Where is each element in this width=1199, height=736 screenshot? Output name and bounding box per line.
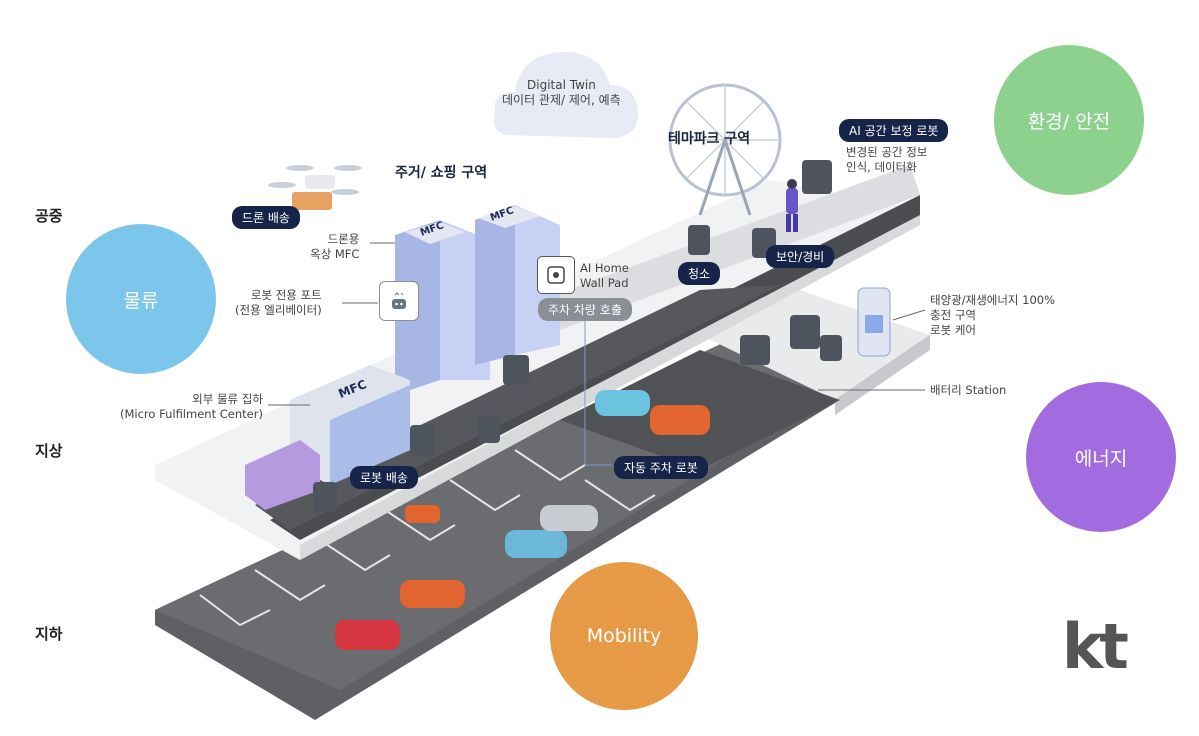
solar-desc: 태양광/재생에너지 100% 충전 구역 로봇 케어 xyxy=(930,293,1055,338)
mobility-circle: Mobility xyxy=(550,562,698,710)
robot-port-line1: 로봇 전용 포트 xyxy=(250,288,322,302)
ai-home-line2: Wall Pad xyxy=(580,276,629,290)
digital-twin-desc: 데이터 관제/ 제어, 예측 xyxy=(502,93,621,107)
mobility-label: Mobility xyxy=(586,625,662,647)
environment-label: 환경/ 안전 xyxy=(1027,110,1111,133)
wall-pad-icon xyxy=(537,256,575,294)
auto-parking-badge: 자동 주차 로봇 xyxy=(614,456,708,479)
drone-mfc-line2: 옥상 MFC xyxy=(310,247,360,261)
ai-robot-desc: 변경된 공간 정보 인식, 데이터화 xyxy=(846,145,927,175)
tier-underground-label: 지하 xyxy=(35,625,63,643)
kt-logo: kt xyxy=(1062,610,1129,683)
external-logistics-line1: 외부 물류 집하 xyxy=(192,392,263,406)
drone-delivery-badge: 드론 배송 xyxy=(232,206,300,229)
robot-port-icon xyxy=(379,281,419,321)
tier-ground-label: 지상 xyxy=(35,442,63,460)
logistics-circle: 물류 xyxy=(66,224,216,374)
security-badge: 보안/경비 xyxy=(766,245,835,268)
external-logistics-label: 외부 물류 집하 (Micro Fulfilment Center) xyxy=(120,392,263,422)
energy-label: 에너지 xyxy=(1074,447,1128,470)
logistics-label: 물류 xyxy=(123,289,159,312)
cleaning-badge: 청소 xyxy=(678,262,721,285)
ai-robot-desc-line2: 인식, 데이터화 xyxy=(846,160,917,174)
energy-circle: 에너지 xyxy=(1026,382,1176,532)
solar-line2: 충전 구역 xyxy=(930,308,976,322)
robot-port-line2: (전용 엘리베이터) xyxy=(235,303,322,317)
ai-robot-desc-line1: 변경된 공간 정보 xyxy=(846,145,928,159)
ai-robot-badge: AI 공간 보정 로봇 xyxy=(839,119,949,142)
environment-circle: 환경/ 안전 xyxy=(994,45,1144,195)
drone-mfc-line1: 드론용 xyxy=(327,232,360,246)
drone-mfc-label: 드론용 옥상 MFC xyxy=(310,232,359,262)
themepark-zone-heading: 테마파크 구역 xyxy=(668,131,751,147)
robot-port-label: 로봇 전용 포트 (전용 엘리베이터) xyxy=(235,288,322,318)
solar-line1: 태양광/재생에너지 100% xyxy=(930,293,1056,307)
robot-delivery-badge: 로봇 배송 xyxy=(350,466,418,489)
ai-home-label: AI Home Wall Pad xyxy=(580,261,629,291)
ai-home-line1: AI Home xyxy=(580,261,629,275)
solar-line3: 로봇 케어 xyxy=(930,323,976,337)
tier-air-label: 공중 xyxy=(35,207,63,225)
external-logistics-line2: (Micro Fulfilment Center) xyxy=(120,407,263,421)
battery-station-label: 배터리 Station xyxy=(930,383,1007,397)
digital-twin-title: Digital Twin xyxy=(527,78,596,92)
residential-zone-heading: 주거/ 쇼핑 구역 xyxy=(395,165,488,181)
parking-call-badge: 주차 차량 호출 xyxy=(538,298,632,321)
